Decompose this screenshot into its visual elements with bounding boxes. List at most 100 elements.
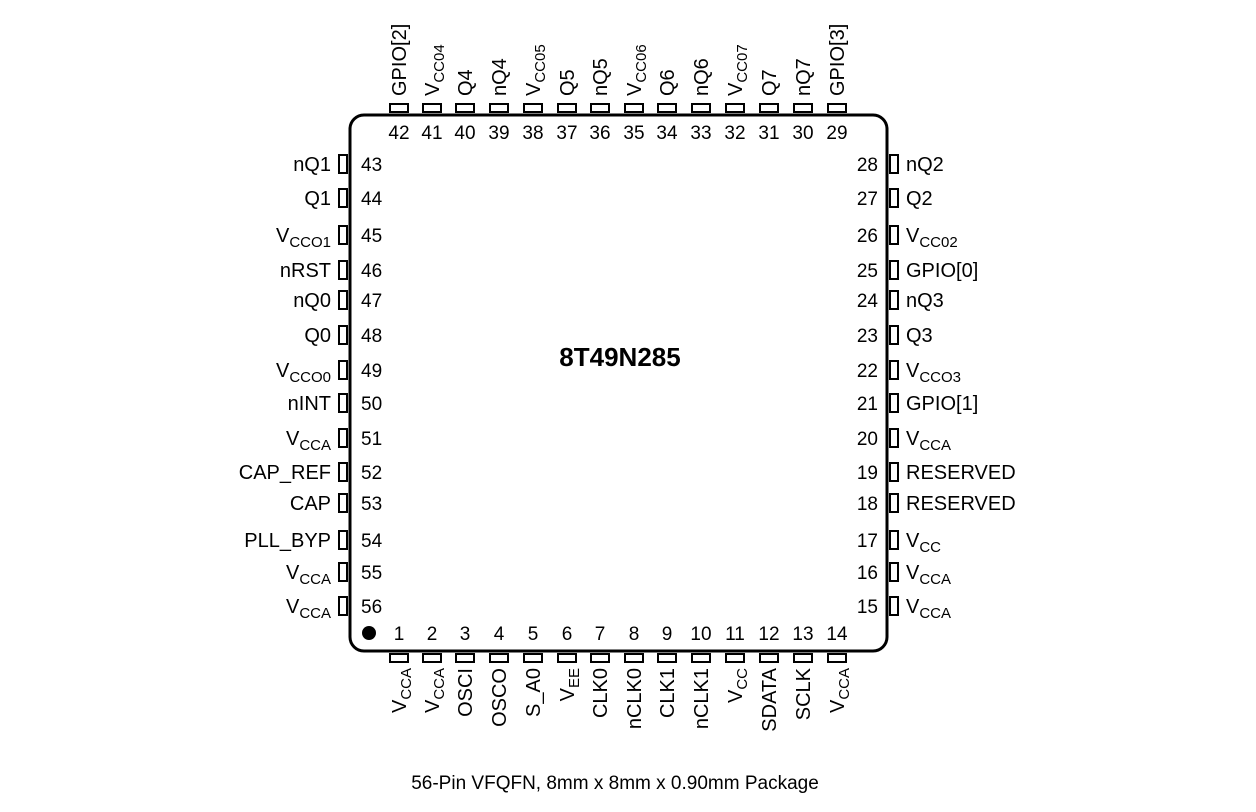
pin-label: Q0: [304, 325, 331, 347]
pin-label: VEE: [557, 668, 583, 701]
pin-label: VCC: [725, 668, 751, 703]
pin-pad: [523, 653, 543, 663]
pin-label: OSCO: [489, 668, 511, 727]
pin-number: 16: [857, 563, 878, 584]
pin-pad: [557, 653, 577, 663]
pin-label-main: Q2: [906, 188, 933, 210]
pin-label-subscript: CC04: [431, 44, 448, 82]
pin-label: nQ5: [590, 58, 612, 96]
pin-pad: [338, 562, 348, 582]
pin-number: 10: [690, 624, 711, 645]
pin-pad: [389, 103, 409, 113]
pin-label: VCCO0: [276, 360, 331, 386]
pin-pad: [827, 653, 847, 663]
pin-label: VCCA: [827, 668, 853, 713]
pin-number: 52: [361, 463, 382, 484]
pin-label: nRST: [280, 260, 331, 282]
pin-label: OSCI: [455, 668, 477, 717]
pin-label: Q2: [906, 188, 933, 210]
pin-number: 46: [361, 261, 382, 282]
pin-label-subscript: CCA: [431, 668, 448, 700]
pin-label-main: V: [827, 699, 849, 713]
pin-number: 45: [361, 226, 382, 247]
pin-pad: [889, 462, 899, 482]
pin-label-main: SDATA: [759, 667, 781, 731]
pin-label-subscript: CC05: [532, 44, 549, 82]
pin-label-main: Q1: [304, 188, 331, 210]
pin-label-main: nQ3: [906, 290, 944, 312]
pin-number: 24: [857, 291, 879, 312]
pin-label-main: nRST: [280, 260, 331, 282]
pin-number: 8: [629, 624, 640, 645]
pin-pad: [489, 653, 509, 663]
pin-label: CAP: [290, 493, 331, 515]
pin-label: VCCA: [286, 562, 331, 588]
pin-label-subscript: CCO0: [289, 369, 331, 386]
pin-label: GPIO[0]: [906, 260, 978, 282]
pin-label-main: V: [389, 699, 411, 713]
pin-pad: [657, 103, 677, 113]
pin-label: nQ6: [691, 58, 713, 96]
pin-number: 15: [857, 597, 878, 618]
pin-pad: [338, 393, 348, 413]
pin-pad: [691, 103, 711, 113]
pin-number: 37: [556, 123, 577, 144]
pin-label: VCCA: [389, 668, 415, 713]
pin-label: S_A0: [523, 668, 545, 717]
pin-number: 1: [394, 624, 405, 645]
pin-label: VCC: [906, 530, 941, 556]
pin-label-main: GPIO[3]: [827, 24, 849, 96]
pin-label: VCC02: [906, 225, 958, 251]
pin-label: Q5: [557, 69, 579, 96]
pin-label-main: Q6: [657, 69, 679, 96]
pin-number: 38: [522, 123, 543, 144]
pin-label-subscript: CCA: [299, 437, 331, 454]
pin-pad: [889, 562, 899, 582]
pin-label: VCCA: [906, 562, 951, 588]
pin-pad: [624, 103, 644, 113]
pin-pad: [889, 393, 899, 413]
pin-label-main: S_A0: [523, 668, 545, 717]
pin-label: nQ3: [906, 290, 944, 312]
pin-label-main: Q3: [906, 325, 933, 347]
pin-label-main: nINT: [288, 393, 331, 415]
pin-right-16: 16 VCCA: [857, 562, 951, 588]
pin-number: 42: [388, 123, 409, 144]
pin-label-main: V: [557, 687, 579, 701]
pin-pad: [793, 653, 813, 663]
pin-pad: [889, 290, 899, 310]
pin-pad: [691, 653, 711, 663]
pin-number: 2: [427, 624, 438, 645]
pin-label: VCC07: [725, 44, 751, 96]
pin-pad: [889, 360, 899, 380]
pin-number: 47: [361, 291, 382, 312]
pin-number: 31: [758, 123, 779, 144]
pin-label-main: V: [276, 360, 290, 382]
pin-label-main: V: [624, 82, 646, 96]
pin-number: 35: [623, 123, 644, 144]
pin-label: nQ1: [293, 154, 331, 176]
pin-label-subscript: CCO1: [289, 234, 331, 251]
pin-label: nQ7: [793, 58, 815, 96]
pin-label-main: CLK0: [590, 668, 612, 718]
pin-number: 56: [361, 597, 382, 618]
pin-label: nQ2: [906, 154, 944, 176]
pin-label-subscript: CCA: [398, 668, 415, 700]
pin-pad: [725, 653, 745, 663]
pin-number: 13: [792, 624, 813, 645]
pin-number: 30: [792, 123, 813, 144]
package-caption: 56-Pin VFQFN, 8mm x 8mm x 0.90mm Package: [411, 773, 819, 794]
pin-label-main: V: [906, 225, 920, 247]
pin-label-subscript: CCA: [919, 571, 951, 588]
